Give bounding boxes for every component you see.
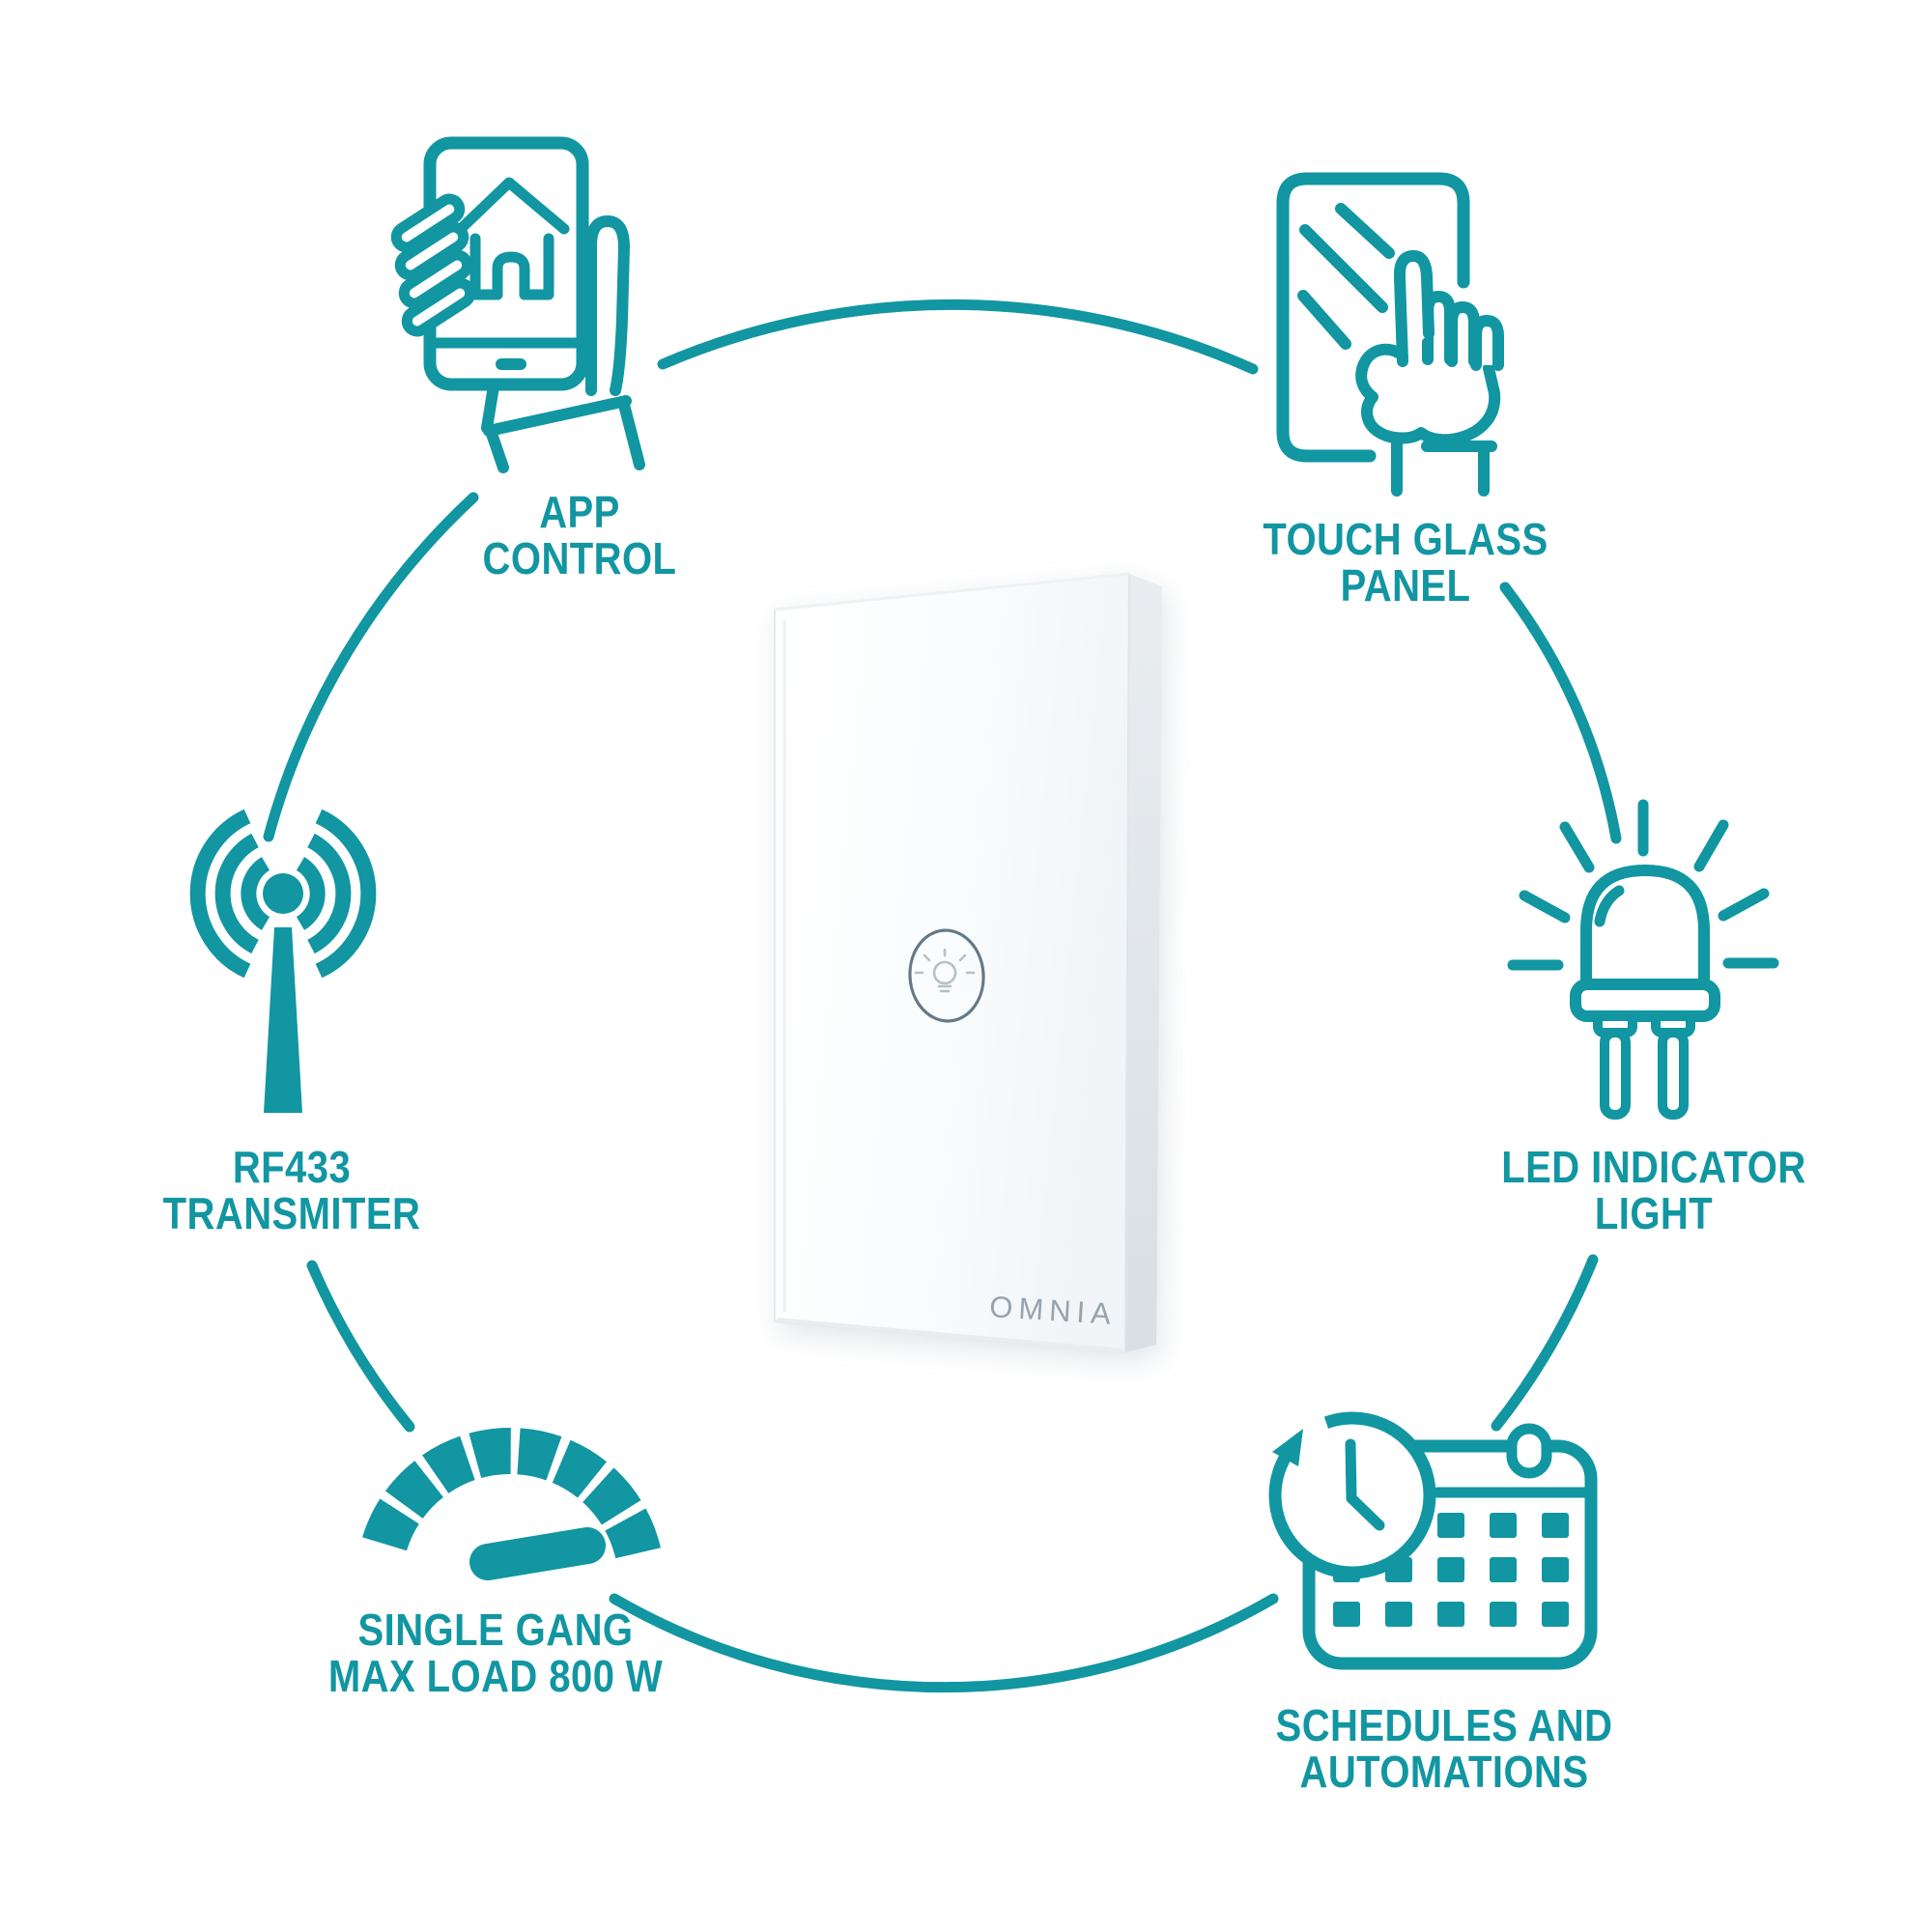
label-line: SCHEDULES AND [1275, 1700, 1613, 1750]
home-roof [458, 177, 570, 235]
gauge-needle [469, 1527, 606, 1580]
label-line: AUTOMATIONS [1299, 1747, 1589, 1798]
label-line: CONTROL [482, 533, 677, 584]
antenna-dot [263, 873, 303, 914]
wave-left-3 [189, 809, 251, 979]
connector-arc-top [657, 298, 1259, 375]
touch-glass-icon [1276, 172, 1509, 497]
switch-front-face [774, 572, 1131, 1354]
led-shine [1594, 885, 1625, 927]
home-door [492, 251, 530, 300]
antenna-mast [264, 927, 302, 1113]
switch-bottom-shade [776, 1318, 1124, 1352]
feature-label-led-indicator: LED INDICATOR LIGHT [1418, 1144, 1889, 1237]
gauge-seg-4 [469, 1428, 512, 1479]
wave-left-2 [214, 833, 259, 954]
gauge-seg-6 [552, 1439, 607, 1499]
connector-arcs [263, 298, 1622, 1693]
gauge-seg-8 [604, 1508, 661, 1559]
connector-arc-right-lower [1491, 1254, 1599, 1432]
clock-hand-hour [1346, 1492, 1385, 1531]
cuff-top [483, 395, 632, 437]
switch-side-face [1125, 574, 1162, 1352]
wave-right-3 [315, 809, 377, 979]
phone-home-button [496, 358, 526, 370]
ray-top-right [1693, 819, 1729, 872]
connector-arc-left-upper [263, 492, 479, 842]
thumb [585, 215, 630, 396]
gauge-seg-5 [516, 1428, 562, 1481]
label-line: TRANSMITER [162, 1188, 421, 1239]
wave-left-1 [241, 857, 270, 930]
clock-hand-minute [1345, 1438, 1357, 1504]
glass-shine-3 [1297, 290, 1351, 350]
cuff-left [486, 428, 509, 473]
brand-logo: OMNIA [988, 1290, 1118, 1331]
light-bulb-icon [914, 948, 976, 993]
feature-label-app-control: APP CONTROL [344, 489, 814, 582]
smart-switch-product: OMNIA [774, 572, 1162, 1354]
label-line: TOUCH GLASS [1263, 514, 1548, 564]
touch-button-ring [908, 928, 985, 1023]
led-flange [1570, 979, 1720, 1022]
label-line: PANEL [1340, 560, 1471, 611]
feature-label-schedules: SCHEDULES AND AUTOMATIONS [1208, 1702, 1679, 1796]
gauge-seg-3 [422, 1435, 476, 1494]
feature-label-single-gang: SINGLE GANG MAX LOAD 800 W [260, 1606, 730, 1700]
label-line: MAX LOAD 800 W [327, 1651, 664, 1702]
finger-4 [401, 277, 476, 337]
ray-left [1519, 890, 1571, 923]
phone-in-hand-icon [390, 136, 645, 473]
gauge-seg-2 [384, 1461, 444, 1520]
ray-top-left [1559, 821, 1595, 873]
led-leg2 [1658, 1028, 1689, 1120]
wave-right-1 [296, 857, 326, 930]
index-finger [1393, 250, 1435, 367]
glass-shine-2 [1299, 224, 1388, 313]
antenna-icon [189, 809, 377, 1113]
calendar-ring [1506, 1423, 1552, 1479]
wave-right-2 [307, 833, 352, 954]
led-dome [1580, 865, 1710, 992]
connector-arc-right-upper [1499, 582, 1622, 844]
gauge-seg-1 [362, 1498, 420, 1552]
label-line: LED INDICATOR [1501, 1142, 1806, 1192]
ray-right [1718, 888, 1770, 922]
glass-shine-1 [1335, 203, 1395, 259]
rotate-arrowhead [1272, 1429, 1303, 1466]
cuff-right [618, 399, 645, 470]
switch-edge-top [774, 572, 1130, 611]
led-icon [1507, 799, 1779, 1120]
connector-arc-bottom [609, 1593, 1279, 1693]
label-line: RF433 [232, 1142, 352, 1192]
feature-label-touch-glass-panel: TOUCH GLASS PANEL [1170, 516, 1640, 610]
label-line: APP [539, 487, 620, 537]
label-line: LIGHT [1594, 1188, 1714, 1239]
palm [1355, 343, 1501, 446]
gauge-icon [362, 1428, 661, 1580]
connector-arc-left-lower [306, 1260, 415, 1433]
clock-calendar-icon [1268, 1411, 1598, 1670]
feature-label-rf433-transmitter: RF433 TRANSMITER [56, 1144, 526, 1237]
led-leg1 [1600, 1028, 1631, 1120]
label-line: SINGLE GANG [357, 1605, 634, 1655]
wrist-link [481, 381, 499, 434]
switch-edge-right [1124, 573, 1130, 1353]
gauge-seg-7 [582, 1467, 641, 1526]
